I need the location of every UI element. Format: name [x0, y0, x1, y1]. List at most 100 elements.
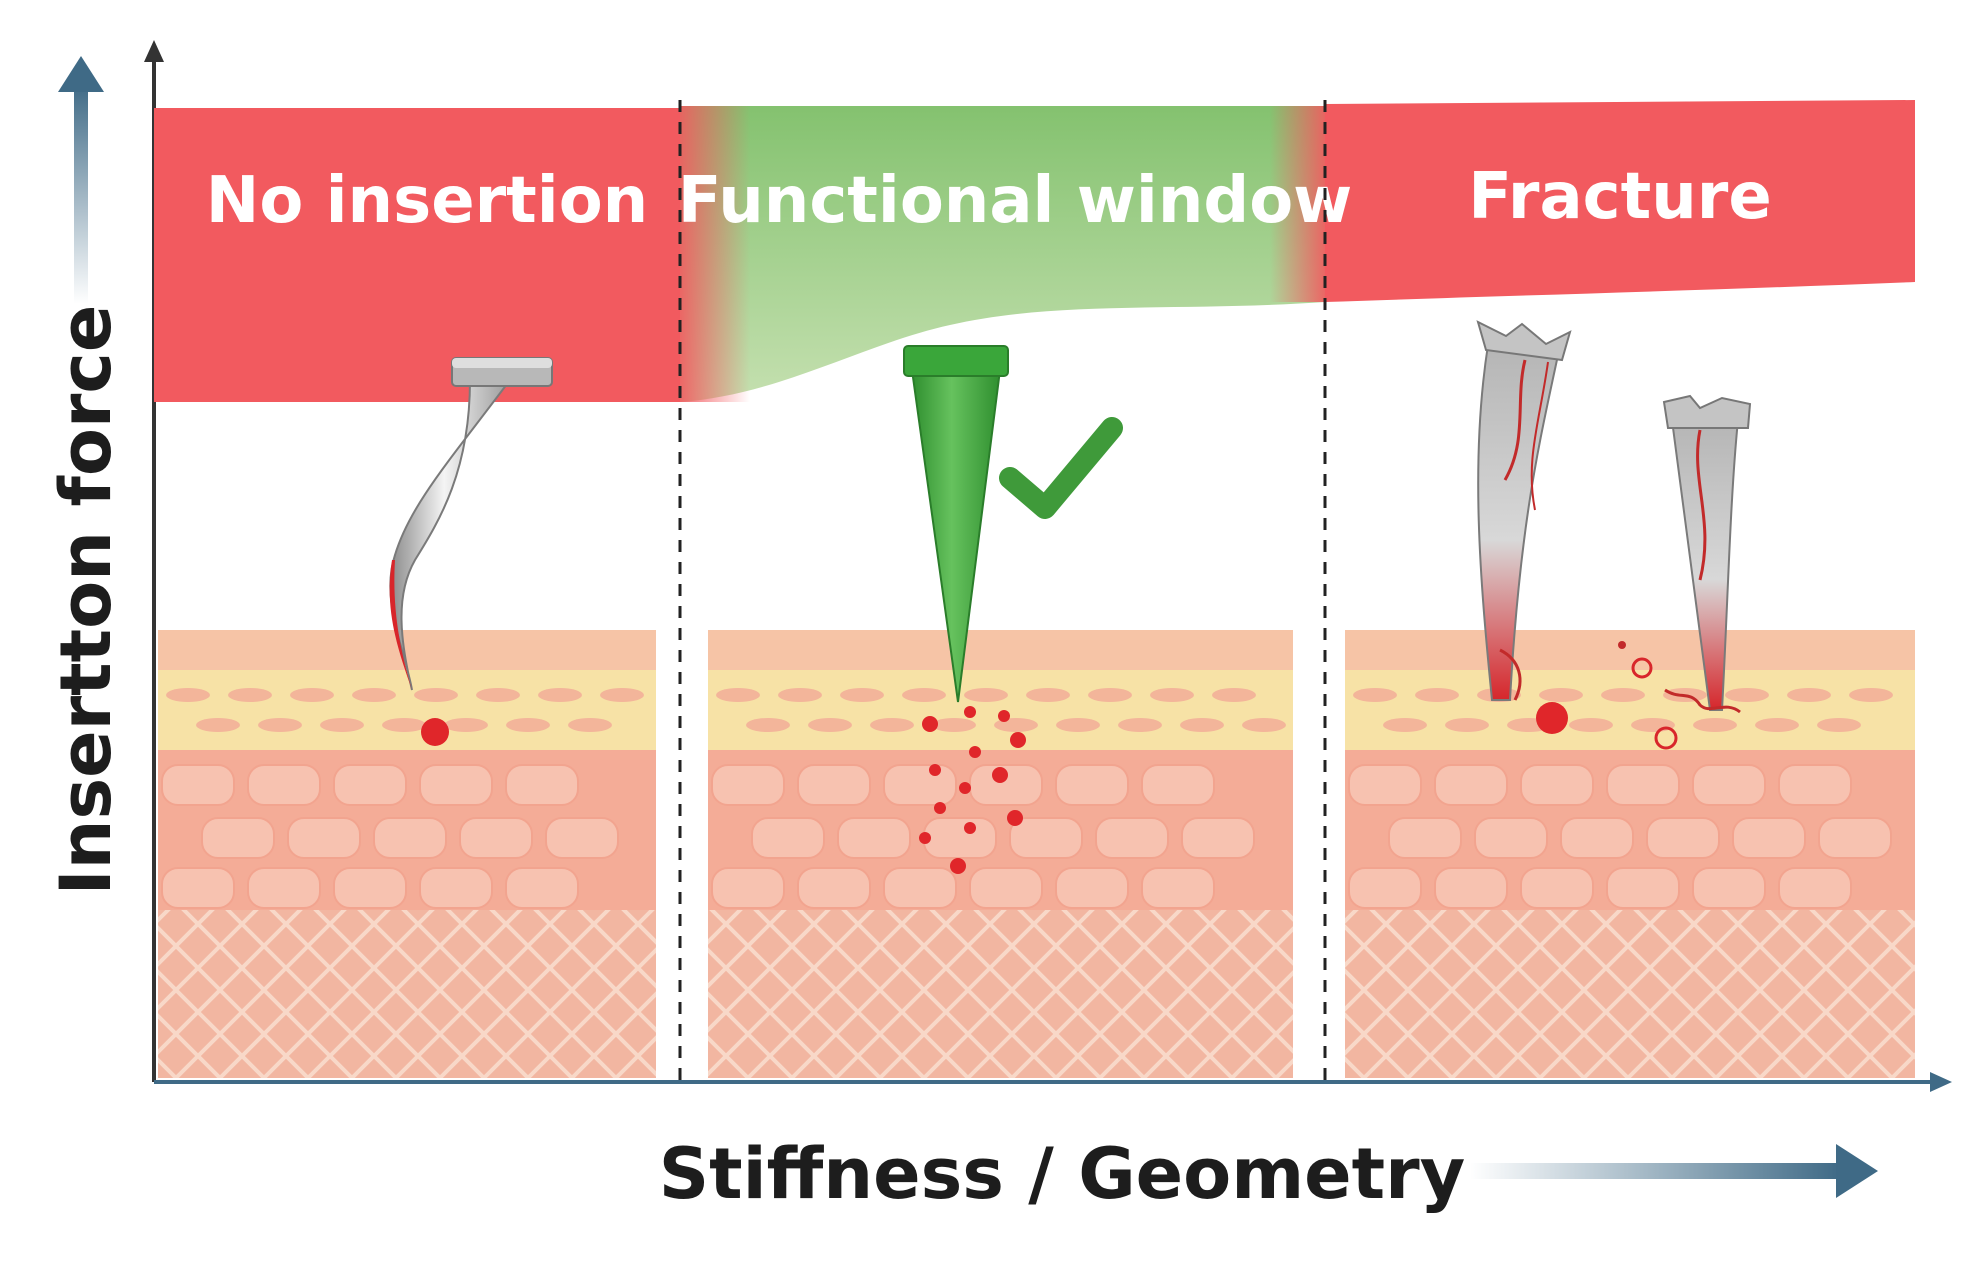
blood-drop	[922, 716, 938, 732]
skin-cell	[201, 817, 275, 859]
skin-cell	[287, 817, 361, 859]
skin-cell	[1242, 718, 1286, 732]
skin-cell	[1026, 688, 1070, 702]
skin-cell	[883, 867, 957, 909]
skin-cell	[1725, 688, 1769, 702]
blood-drop	[1010, 732, 1026, 748]
skin-cell	[964, 688, 1008, 702]
skin-cell	[1150, 688, 1194, 702]
checkmark-icon	[999, 417, 1123, 519]
skin-cell	[1095, 817, 1169, 859]
skin-cell	[751, 817, 825, 859]
skin-cell	[1560, 817, 1634, 859]
skin-cell	[373, 817, 447, 859]
skin-cell	[161, 764, 235, 806]
skin-cell	[196, 718, 240, 732]
skin-cell	[1646, 817, 1720, 859]
functional-needle-icon	[903, 345, 1009, 703]
skin-cell	[419, 867, 493, 909]
skin-cell	[883, 764, 957, 806]
skin-cell	[1601, 688, 1645, 702]
blood-drop	[998, 710, 1010, 722]
skin-cell	[505, 867, 579, 909]
skin-cell	[1434, 764, 1508, 806]
skin-cell	[258, 718, 302, 732]
blood-drop	[964, 822, 976, 834]
skin-cell	[1434, 867, 1508, 909]
skin-cell	[1415, 688, 1459, 702]
skin-cell	[247, 764, 321, 806]
skin-cells	[161, 688, 1893, 909]
skin-cell	[932, 718, 976, 732]
skin-cell	[600, 688, 644, 702]
skin-cell	[1055, 764, 1129, 806]
skin-cell	[568, 718, 612, 732]
skin-cell	[505, 764, 579, 806]
skin-cell	[1778, 764, 1852, 806]
skin-cell	[837, 817, 911, 859]
blood-drop	[969, 746, 981, 758]
skin-cell	[1520, 867, 1594, 909]
skin-cell	[1088, 688, 1132, 702]
zone-band-fracture	[1325, 100, 1915, 302]
skin-cell	[1520, 764, 1594, 806]
skin-cell	[1141, 764, 1215, 806]
zone-band-functional-window	[680, 106, 1325, 402]
skin-cell	[797, 867, 871, 909]
skin-cell	[797, 764, 871, 806]
blood-drop	[934, 802, 946, 814]
skin-cell	[1348, 867, 1422, 909]
x-axis-label: Stiffness / Geometry	[659, 1133, 1466, 1215]
skin-cell	[1118, 718, 1162, 732]
skin-cell	[1383, 718, 1427, 732]
fracture-debris	[1499, 641, 1741, 750]
skin-cell	[1606, 867, 1680, 909]
skin-cell	[808, 718, 852, 732]
x-axis-arrow	[1470, 1144, 1878, 1198]
skin-cell	[1009, 817, 1083, 859]
skin-cell	[840, 688, 884, 702]
skin-cell	[333, 764, 407, 806]
skin-cell	[1141, 867, 1215, 909]
skin-cell	[228, 688, 272, 702]
skin-cell	[1692, 764, 1766, 806]
skin-cell	[1631, 718, 1675, 732]
skin-cell	[1445, 718, 1489, 732]
zone-label-functional-window: Functional window	[678, 164, 1353, 238]
blood-drop	[992, 767, 1008, 783]
skin-cell	[1055, 867, 1129, 909]
skin-cell	[923, 817, 997, 859]
skin-cell	[333, 867, 407, 909]
skin-cell	[476, 688, 520, 702]
skin-cell	[1755, 718, 1799, 732]
skin-cell	[545, 817, 619, 859]
skin-cell	[1539, 688, 1583, 702]
blood-drop	[919, 832, 931, 844]
skin-cell	[352, 688, 396, 702]
skin-cell	[290, 688, 334, 702]
skin-cell	[1056, 718, 1100, 732]
fractured-needle-2-icon	[1662, 394, 1752, 711]
y-axis-arrow	[58, 56, 104, 304]
blood-drop	[964, 706, 976, 718]
bent-needle-icon	[389, 357, 553, 691]
skin-cell	[1212, 688, 1256, 702]
skin-cell	[506, 718, 550, 732]
skin-cell	[716, 688, 760, 702]
skin-cell	[778, 688, 822, 702]
skin-cell	[1732, 817, 1806, 859]
skin-cell	[538, 688, 582, 702]
skin-cell	[1818, 817, 1892, 859]
skin-cell	[746, 718, 790, 732]
skin-cell	[1474, 817, 1548, 859]
skin-cell	[969, 867, 1043, 909]
zone-label-no-insertion: No insertion	[206, 164, 648, 238]
skin-cell	[902, 688, 946, 702]
skin-cell	[1606, 764, 1680, 806]
skin-cell	[1692, 867, 1766, 909]
skin-cell	[414, 688, 458, 702]
x-axis	[154, 1072, 1952, 1092]
skin-cell	[1348, 764, 1422, 806]
skin-cell	[1180, 718, 1224, 732]
